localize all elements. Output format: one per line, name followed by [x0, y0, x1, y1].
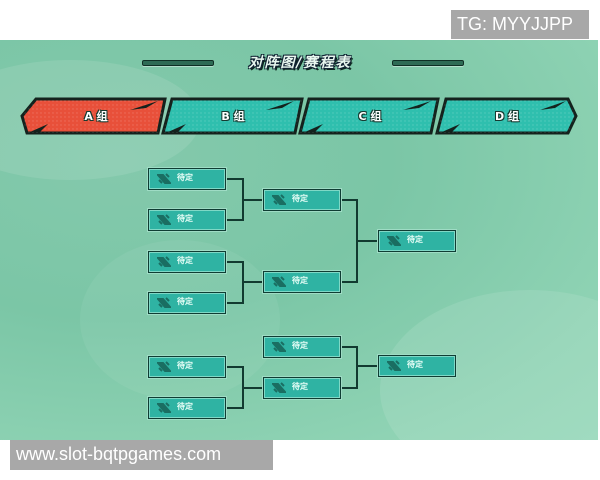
title-divider-right: [392, 60, 464, 66]
team-logo-icon: [157, 256, 171, 267]
watermark-tg: TG: MYYJJPP: [451, 10, 589, 39]
watermark-url: www.slot-bqtpgames.com: [10, 440, 273, 470]
team-logo-icon: [272, 341, 286, 352]
match-slot-r3-1[interactable]: 待定: [378, 230, 456, 252]
team-logo-icon: [157, 361, 171, 372]
team-name: 待定: [407, 235, 423, 244]
tab-d-label[interactable]: D 组: [495, 110, 519, 123]
team-name: 待定: [177, 297, 193, 306]
team-name: 待定: [292, 382, 308, 391]
team-name: 待定: [177, 214, 193, 223]
team-logo-icon: [157, 173, 171, 184]
match-slot-r1-3[interactable]: 待定: [148, 251, 226, 273]
match-slot-r1-5[interactable]: 待定: [148, 356, 226, 378]
team-name: 待定: [292, 276, 308, 285]
tab-a-label[interactable]: A 组: [84, 110, 108, 123]
match-slot-r1-1[interactable]: 待定: [148, 168, 226, 190]
team-logo-icon: [387, 360, 401, 371]
team-logo-icon: [157, 297, 171, 308]
team-logo-icon: [387, 235, 401, 246]
team-logo-icon: [157, 402, 171, 413]
match-slot-r2-1[interactable]: 待定: [263, 189, 341, 211]
team-logo-icon: [272, 194, 286, 205]
page-header: 对阵图/赛程表: [0, 52, 600, 72]
tab-b[interactable]: [161, 97, 304, 135]
team-logo-icon: [272, 276, 286, 287]
team-name: 待定: [177, 402, 193, 411]
tab-c[interactable]: [298, 97, 440, 135]
match-slot-r2-3[interactable]: 待定: [263, 336, 341, 358]
match-slot-r2-4[interactable]: 待定: [263, 377, 341, 399]
team-name: 待定: [177, 256, 193, 265]
match-slot-r1-6[interactable]: 待定: [148, 397, 226, 419]
match-slot-r3-2[interactable]: 待定: [378, 355, 456, 377]
team-name: 待定: [407, 360, 423, 369]
team-name: 待定: [292, 194, 308, 203]
match-slot-r1-2[interactable]: 待定: [148, 209, 226, 231]
team-logo-icon: [157, 214, 171, 225]
match-slot-r2-2[interactable]: 待定: [263, 271, 341, 293]
tab-d[interactable]: [435, 97, 578, 135]
tab-c-label[interactable]: C 组: [358, 110, 382, 123]
tab-a[interactable]: [20, 97, 167, 135]
team-logo-icon: [272, 382, 286, 393]
match-slot-r1-4[interactable]: 待定: [148, 292, 226, 314]
team-name: 待定: [292, 341, 308, 350]
team-name: 待定: [177, 361, 193, 370]
title-divider-left: [142, 60, 214, 66]
tab-b-label[interactable]: B 组: [221, 110, 245, 123]
team-name: 待定: [177, 173, 193, 182]
page-title: 对阵图/赛程表: [248, 55, 352, 71]
